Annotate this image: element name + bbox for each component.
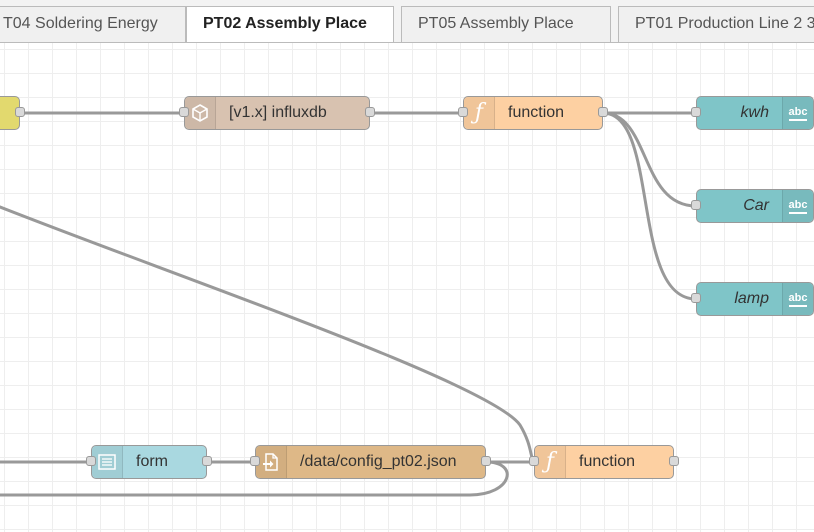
tab-t04-soldering-energy[interactable]: T04 Soldering Energy (0, 6, 186, 42)
function-node-bottom[interactable]: ƒ function (529, 445, 679, 479)
output-port[interactable] (15, 107, 25, 117)
text-node-lamp[interactable]: lamp abc (691, 282, 814, 316)
node-label: form (136, 453, 168, 470)
tab-label: PT02 Assembly Place (203, 15, 367, 32)
node-label: function (508, 104, 565, 121)
input-port[interactable] (86, 456, 96, 466)
tab-label: PT01 Production Line 2 3 (635, 15, 814, 32)
wire[interactable] (602, 111, 697, 301)
input-port[interactable] (250, 456, 260, 466)
output-port[interactable] (365, 107, 375, 117)
form-node[interactable]: form (86, 445, 212, 479)
output-port[interactable] (669, 456, 679, 466)
wire[interactable] (602, 111, 697, 208)
tab-label: PT05 Assembly Place (418, 15, 574, 32)
input-port[interactable] (691, 293, 701, 303)
abc-badge: abc (788, 292, 808, 307)
text-node-kwh[interactable]: kwh abc (691, 96, 814, 130)
abc-badge: abc (788, 106, 808, 121)
wire[interactable] (0, 460, 509, 497)
input-port[interactable] (691, 200, 701, 210)
tab-pt01-production-line-2[interactable]: PT01 Production Line 2 3 (618, 6, 814, 42)
wire-layer (0, 111, 697, 497)
function-node-top[interactable]: ƒ function (458, 96, 608, 130)
text-output-icon: abc (782, 190, 813, 222)
node-label: lamp (734, 290, 769, 307)
input-port[interactable] (458, 107, 468, 117)
tab-label: T04 Soldering Energy (3, 15, 158, 32)
text-node-car[interactable]: Car abc (691, 189, 814, 223)
database-icon (185, 97, 216, 129)
file-icon (256, 446, 287, 478)
tab-pt05-assembly-place[interactable]: PT05 Assembly Place (401, 6, 611, 42)
workspace-tab-bar: T04 Soldering Energy PT02 Assembly Place… (0, 0, 814, 43)
flow-canvas[interactable]: [v1.x] influxdb ƒ function kwh abc Car a (0, 43, 814, 532)
output-port[interactable] (202, 456, 212, 466)
input-port[interactable] (691, 107, 701, 117)
function-icon: ƒ (535, 446, 566, 478)
node-label: Car (743, 197, 769, 214)
wire[interactable] (0, 205, 536, 463)
node-label: [v1.x] influxdb (229, 104, 327, 121)
node-label: function (579, 453, 636, 470)
output-port[interactable] (481, 456, 491, 466)
node-label: kwh (740, 104, 769, 121)
file-in-node[interactable]: /data/config_pt02.json (250, 445, 491, 479)
influxdb-node[interactable]: [v1.x] influxdb (179, 96, 375, 130)
node-label: /data/config_pt02.json (300, 453, 457, 470)
input-port[interactable] (529, 456, 539, 466)
text-output-icon: abc (782, 97, 813, 129)
text-output-icon: abc (782, 283, 813, 315)
input-port[interactable] (179, 107, 189, 117)
tab-pt02-assembly-place[interactable]: PT02 Assembly Place (186, 6, 394, 42)
form-icon (92, 446, 123, 478)
output-port[interactable] (598, 107, 608, 117)
function-icon: ƒ (464, 97, 495, 129)
partial-inject-node[interactable] (0, 96, 25, 130)
abc-badge: abc (788, 199, 808, 214)
